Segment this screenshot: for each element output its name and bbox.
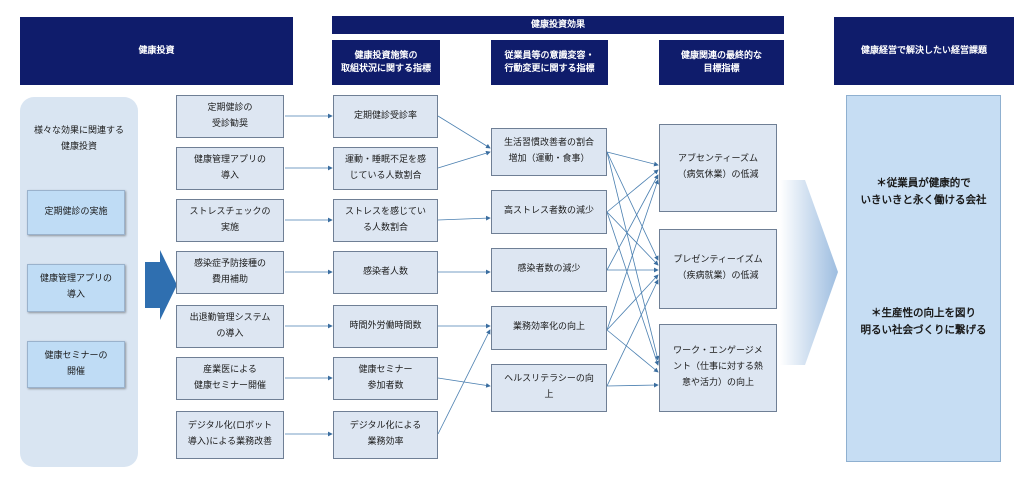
col2-item: 運動・睡眠不足を感 じている人数割合 (333, 147, 438, 190)
header-effects: 健康投資効果 (332, 16, 784, 34)
col2-item: ストレスを感じてい る人数割合 (333, 199, 438, 242)
col1-item: 定期健診の 受診勧奨 (176, 95, 284, 138)
col2-item: 定期健診受診率 (333, 95, 438, 138)
header-effects-sub1: 健康投資施策の 取組状況に関する指標 (332, 40, 440, 85)
col2-item: 健康セミナー 参加者数 (333, 357, 438, 400)
col1-item: デジタル化(ロボット 導入)による業務改善 (176, 411, 284, 459)
left-item-seminar: 健康セミナーの 開催 (27, 341, 125, 388)
left-item-app: 健康管理アプリの 導入 (27, 264, 125, 312)
goal-text: ＊生産性の向上を図り 明るい社会づくりに繋げる (860, 307, 987, 337)
left-blue-arrow (145, 250, 177, 320)
col1-item: 健康管理アプリの 導入 (176, 147, 284, 190)
col4-item: プレゼンティーイズム （疾病就業）の低減 (659, 229, 777, 309)
col2-item: 時間外労働時間数 (333, 305, 438, 348)
col1-item: 産業医による 健康セミナー開催 (176, 357, 284, 400)
col4-item: アブセンティーズム （病気休業）の低減 (659, 124, 777, 212)
goals-box (846, 95, 1001, 462)
col1-item: 出退勤管理システム の導入 (176, 305, 284, 348)
header-effects-sub3: 健康関連の最終的な 目標指標 (659, 40, 784, 85)
left-panel-title: 様々な効果に関連する 健康投資 (33, 126, 124, 153)
col3-item: ヘルスリテラシーの向 上 (491, 364, 607, 412)
col2-item: 感染者人数 (333, 251, 438, 294)
col3-item: 高ストレス者数の減少 (491, 190, 607, 234)
left-item-checkup: 定期健診の実施 (27, 190, 125, 235)
col2-item: デジタル化による 業務効率 (333, 411, 438, 459)
col4-item: ワーク・エンゲージメ ント（仕事に対する熱 意や活力）の向上 (659, 324, 777, 412)
header-issues: 健康経営で解決したい経営課題 (834, 17, 1014, 85)
col1-item: 感染症予防接種の 費用補助 (176, 251, 284, 294)
header-effects-sub2: 従業員等の意識変容・ 行動変更に関する指標 (491, 40, 608, 85)
header-investment: 健康投資 (20, 17, 293, 85)
goal-text: ＊従業員が健康的で いきいきと永く働ける会社 (860, 177, 987, 207)
col1-item: ストレスチェックの 実施 (176, 199, 284, 242)
col3-item: 感染者数の減少 (491, 248, 607, 292)
col3-item: 生活習慣改善者の割合 増加（運動・食事） (491, 128, 607, 176)
big-gradient-arrow (780, 180, 838, 365)
col3-item: 業務効率化の向上 (491, 306, 607, 350)
